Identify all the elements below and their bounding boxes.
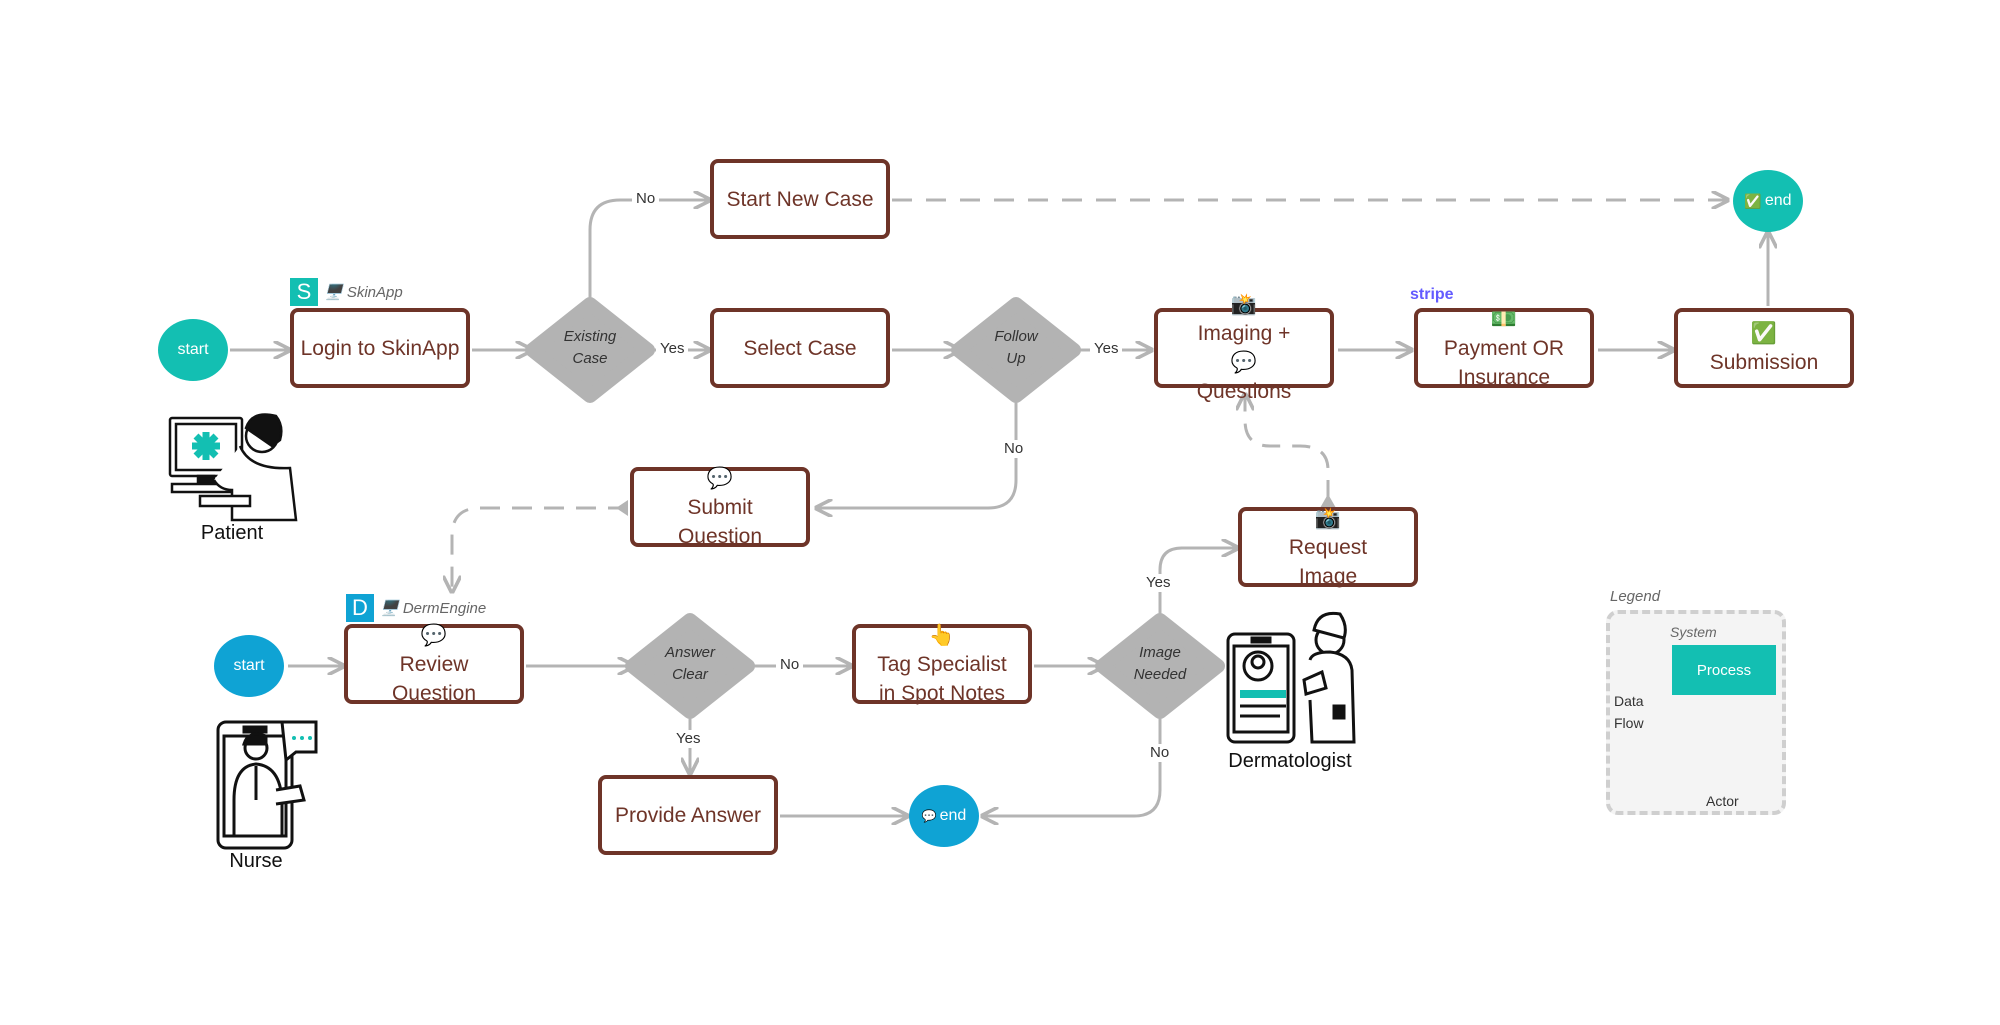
camera-icon: 📸: [1314, 506, 1342, 530]
provide-answer-label: Provide Answer: [615, 803, 761, 827]
skinapp-label: 🖥️ SkinApp: [324, 284, 403, 301]
edge-label-no-newcase: No: [632, 190, 660, 208]
edge-label-no-tag: No: [776, 656, 804, 674]
legend-system-label: System: [1670, 624, 1717, 640]
arrow-tip-submit: [616, 500, 628, 516]
process-imaging-questions[interactable]: 📸 Imaging + 💬 Questions: [1154, 293, 1334, 403]
edge-label-yes-imaging: Yes: [1090, 340, 1123, 358]
edge-label-no-submit: No: [1000, 440, 1028, 458]
check-icon: ✅: [1744, 192, 1762, 209]
request-image-line2: Image: [1298, 564, 1358, 588]
dermengine-logo: D: [346, 594, 374, 622]
dermengine-label: 🖥️ DermEngine: [380, 600, 487, 617]
speech-bubble-icon: 💬: [1230, 351, 1258, 374]
nurse-illustration: [216, 720, 318, 850]
edge-request-imaging: [1245, 396, 1330, 498]
end-top-label: end: [1764, 192, 1792, 209]
skinapp-logo: S: [290, 278, 318, 306]
process-submission[interactable]: ✅ Submission: [1674, 308, 1854, 388]
imaging-label-line2: Questions: [1196, 380, 1292, 403]
process-submit-question[interactable]: 💬 Submit Question: [630, 466, 810, 548]
check-icon: ✅: [1750, 322, 1778, 345]
actor-label-patient: Patient: [200, 522, 264, 544]
legend-title: Legend: [1610, 588, 1661, 605]
actor-label-dermatologist: Dermatologist: [1228, 750, 1352, 772]
review-question-line2: Question: [391, 681, 477, 705]
process-provide-answer[interactable]: Provide Answer: [598, 775, 778, 855]
edge-imageneeded-end: [984, 712, 1162, 816]
system-badge-skinapp: S 🖥️ SkinApp: [290, 278, 403, 306]
start-nurse-node[interactable]: start: [214, 635, 284, 697]
tag-specialist-line1: Tag Specialist: [877, 652, 1007, 676]
process-payment[interactable]: 💵 Payment OR Insurance: [1414, 307, 1594, 389]
process-login[interactable]: Login to SkinApp: [290, 308, 470, 388]
edge-label-yes-select: Yes: [656, 340, 689, 358]
patient-illustration: [168, 413, 298, 522]
process-start-new-case[interactable]: Start New Case: [710, 159, 890, 239]
money-icon: 💵: [1490, 307, 1518, 331]
arrow-tip-request: [1320, 494, 1336, 508]
edge-followup-submit: [818, 396, 1018, 508]
system-badge-dermengine: D 🖥️ DermEngine: [346, 594, 486, 622]
tag-specialist-line2: in Spot Notes: [878, 681, 1006, 705]
submission-label: Submission: [1709, 351, 1819, 374]
process-request-image[interactable]: 📸 Request Image: [1238, 506, 1418, 588]
edge-existing-newcase: [588, 200, 708, 304]
review-question-line1: Review: [399, 652, 469, 676]
speech-bubble-icon: 💬: [706, 466, 734, 490]
end-top-node[interactable]: ✅end: [1733, 170, 1803, 232]
edge-label-yes-provide: Yes: [672, 730, 705, 748]
process-select-case-label: Select Case: [743, 336, 857, 360]
payment-label-line1: Payment OR: [1443, 336, 1565, 360]
edge-submit-review: [452, 506, 628, 590]
camera-icon: 📸: [1230, 293, 1258, 316]
submit-question-line1: Submit: [687, 495, 753, 519]
process-start-new-case-label: Start New Case: [726, 187, 874, 211]
edge-imageneeded-request: [1158, 548, 1236, 620]
edge-label-no-end: No: [1146, 744, 1174, 762]
actor-label-nurse: Nurse: [229, 850, 283, 872]
end-bottom-label: end: [939, 807, 967, 824]
speech-bubble-icon: 💬: [420, 623, 448, 647]
submit-question-line2: Question: [677, 524, 763, 548]
pointing-hand-icon: 👆: [928, 623, 956, 647]
legend-process: Process: [1672, 645, 1776, 695]
process-tag-specialist[interactable]: 👆 Tag Specialist in Spot Notes: [852, 623, 1032, 705]
process-login-label: Login to SkinApp: [300, 336, 460, 360]
speech-bubble-icon: 💬: [921, 809, 937, 823]
imaging-label-line1: Imaging +: [1197, 322, 1291, 345]
end-bottom-node[interactable]: 💬end: [909, 785, 979, 847]
edge-label-yes-request: Yes: [1142, 574, 1175, 592]
legend-box: [1606, 610, 1786, 815]
stripe-logo: stripe: [1410, 286, 1454, 303]
process-select-case[interactable]: Select Case: [710, 308, 890, 388]
start-patient-node[interactable]: start: [158, 319, 228, 381]
dermatologist-illustration: [1226, 611, 1356, 744]
payment-label-line2: Insurance: [1457, 365, 1551, 389]
legend-actor-label: Actor: [1706, 793, 1739, 809]
process-review-question[interactable]: 💬 Review Question: [344, 623, 524, 705]
request-image-line1: Request: [1288, 535, 1368, 559]
